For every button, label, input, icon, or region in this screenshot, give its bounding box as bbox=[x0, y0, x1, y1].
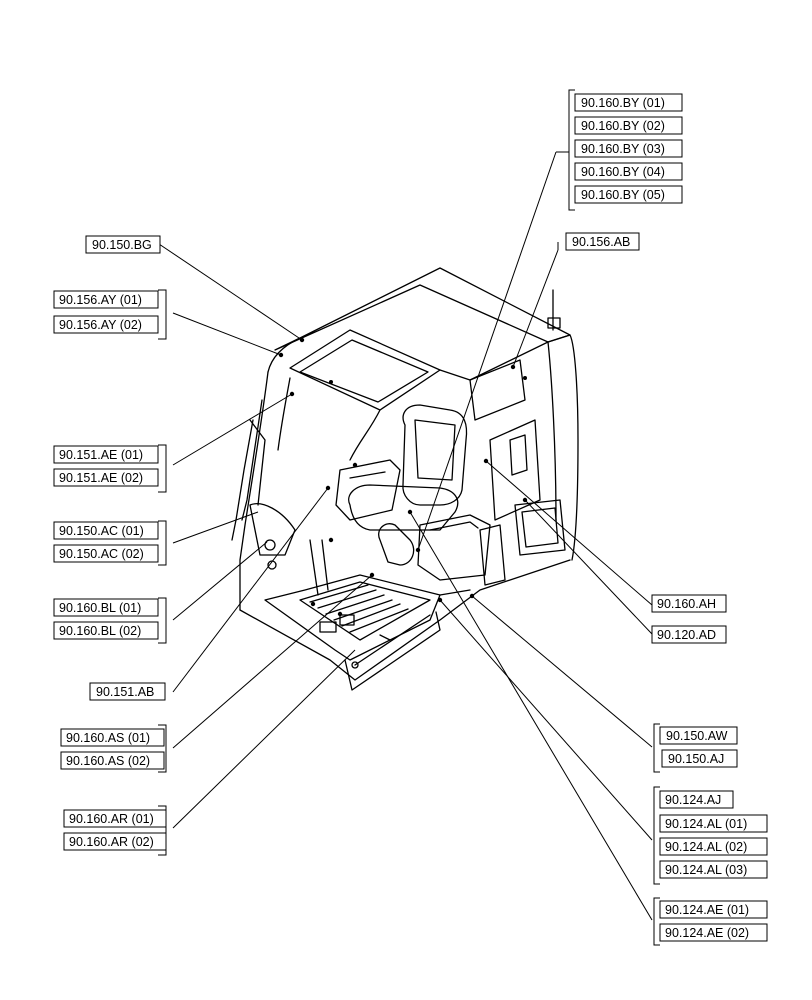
label-ar02: 90.160.AR (02) bbox=[69, 835, 154, 849]
label-ay01: 90.156.AY (01) bbox=[59, 293, 142, 307]
operator-seat bbox=[402, 404, 468, 506]
label-156-ab: 90.156.AB bbox=[572, 235, 630, 249]
joystick bbox=[378, 523, 415, 566]
label-as02: 90.160.AS (02) bbox=[66, 754, 150, 768]
label-as01: 90.160.AS (01) bbox=[66, 731, 150, 745]
label-ac01: 90.150.AC (01) bbox=[59, 524, 144, 538]
label-151-ae01: 90.151.AE (01) bbox=[59, 448, 143, 462]
label-bl01: 90.160.BL (01) bbox=[59, 601, 141, 615]
label-124-aj: 90.124.AJ bbox=[665, 793, 721, 807]
label-al02: 90.124.AL (02) bbox=[665, 840, 747, 854]
label-ac02: 90.150.AC (02) bbox=[59, 547, 144, 561]
callout-texts: 90.160.BY (01) 90.160.BY (02) 90.160.BY … bbox=[59, 96, 749, 940]
cab-illustration bbox=[231, 267, 579, 691]
label-by04: 90.160.BY (04) bbox=[581, 165, 665, 179]
left-console bbox=[335, 459, 401, 521]
monitor bbox=[514, 499, 566, 556]
label-124-ae02: 90.124.AE (02) bbox=[665, 926, 749, 940]
callout-labels bbox=[53, 93, 768, 942]
label-by05: 90.160.BY (05) bbox=[581, 188, 665, 202]
label-bl02: 90.160.BL (02) bbox=[59, 624, 141, 638]
label-by02: 90.160.BY (02) bbox=[581, 119, 665, 133]
label-ad: 90.120.AD bbox=[657, 628, 716, 642]
label-by01: 90.160.BY (01) bbox=[581, 96, 665, 110]
group-brackets bbox=[158, 89, 660, 946]
label-150-aj: 90.150.AJ bbox=[668, 752, 724, 766]
label-bg: 90.150.BG bbox=[92, 238, 152, 252]
label-al01: 90.124.AL (01) bbox=[665, 817, 747, 831]
label-ay02: 90.156.AY (02) bbox=[59, 318, 142, 332]
floor-plate bbox=[299, 581, 431, 641]
label-aw: 90.150.AW bbox=[666, 729, 728, 743]
label-ar01: 90.160.AR (01) bbox=[69, 812, 154, 826]
label-151-ae02: 90.151.AE (02) bbox=[59, 471, 143, 485]
label-al03: 90.124.AL (03) bbox=[665, 863, 747, 877]
sunroof-frame bbox=[289, 329, 441, 411]
label-124-ae01: 90.124.AE (01) bbox=[665, 903, 749, 917]
right-console bbox=[417, 514, 491, 581]
label-151-ab: 90.151.AB bbox=[96, 685, 154, 699]
label-by03: 90.160.BY (03) bbox=[581, 142, 665, 156]
label-ah: 90.160.AH bbox=[657, 597, 716, 611]
leader-lines bbox=[158, 151, 653, 921]
